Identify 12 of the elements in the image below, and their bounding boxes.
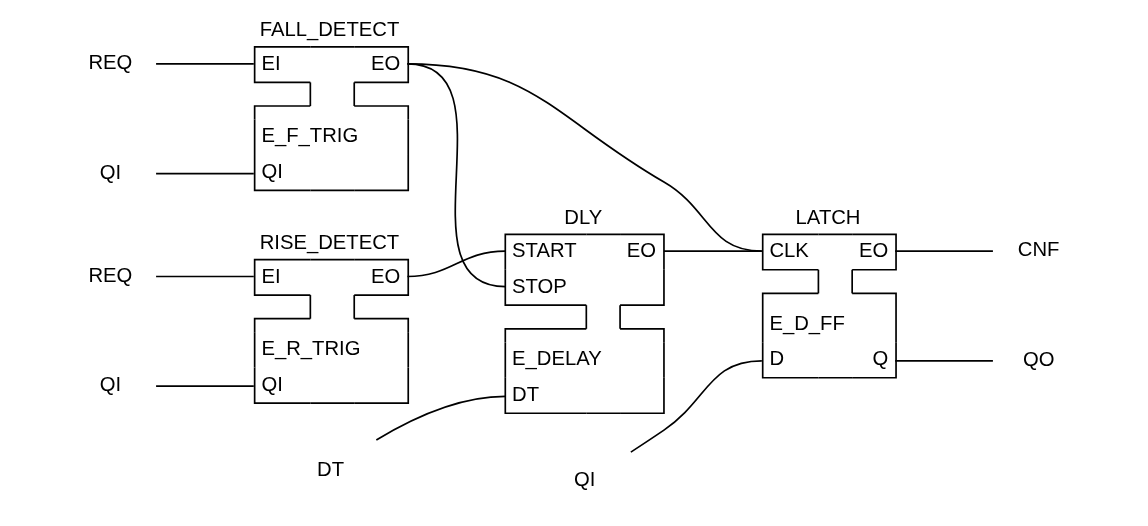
node-text: QO: [1022, 348, 1054, 371]
node-text: REQ: [87, 51, 132, 74]
node-text: QI: [99, 373, 121, 396]
node-text: FALL_DETECT EI EO E_F_TRIG QI: [259, 18, 400, 182]
node-text: CNF: [1017, 238, 1059, 261]
node-text: QI: [573, 467, 595, 490]
node-text: QI: [99, 160, 121, 183]
node-text: DLY START EO STOP E_DELAY DT: [511, 205, 656, 405]
node-text: DT: [316, 457, 344, 480]
node-text: REQ: [87, 263, 132, 286]
node-text: RISE_DETECT EI EO E_R_TRIG QI: [259, 230, 400, 395]
node-text: LATCH CLK EO E_D_FF D Q: [768, 205, 888, 370]
